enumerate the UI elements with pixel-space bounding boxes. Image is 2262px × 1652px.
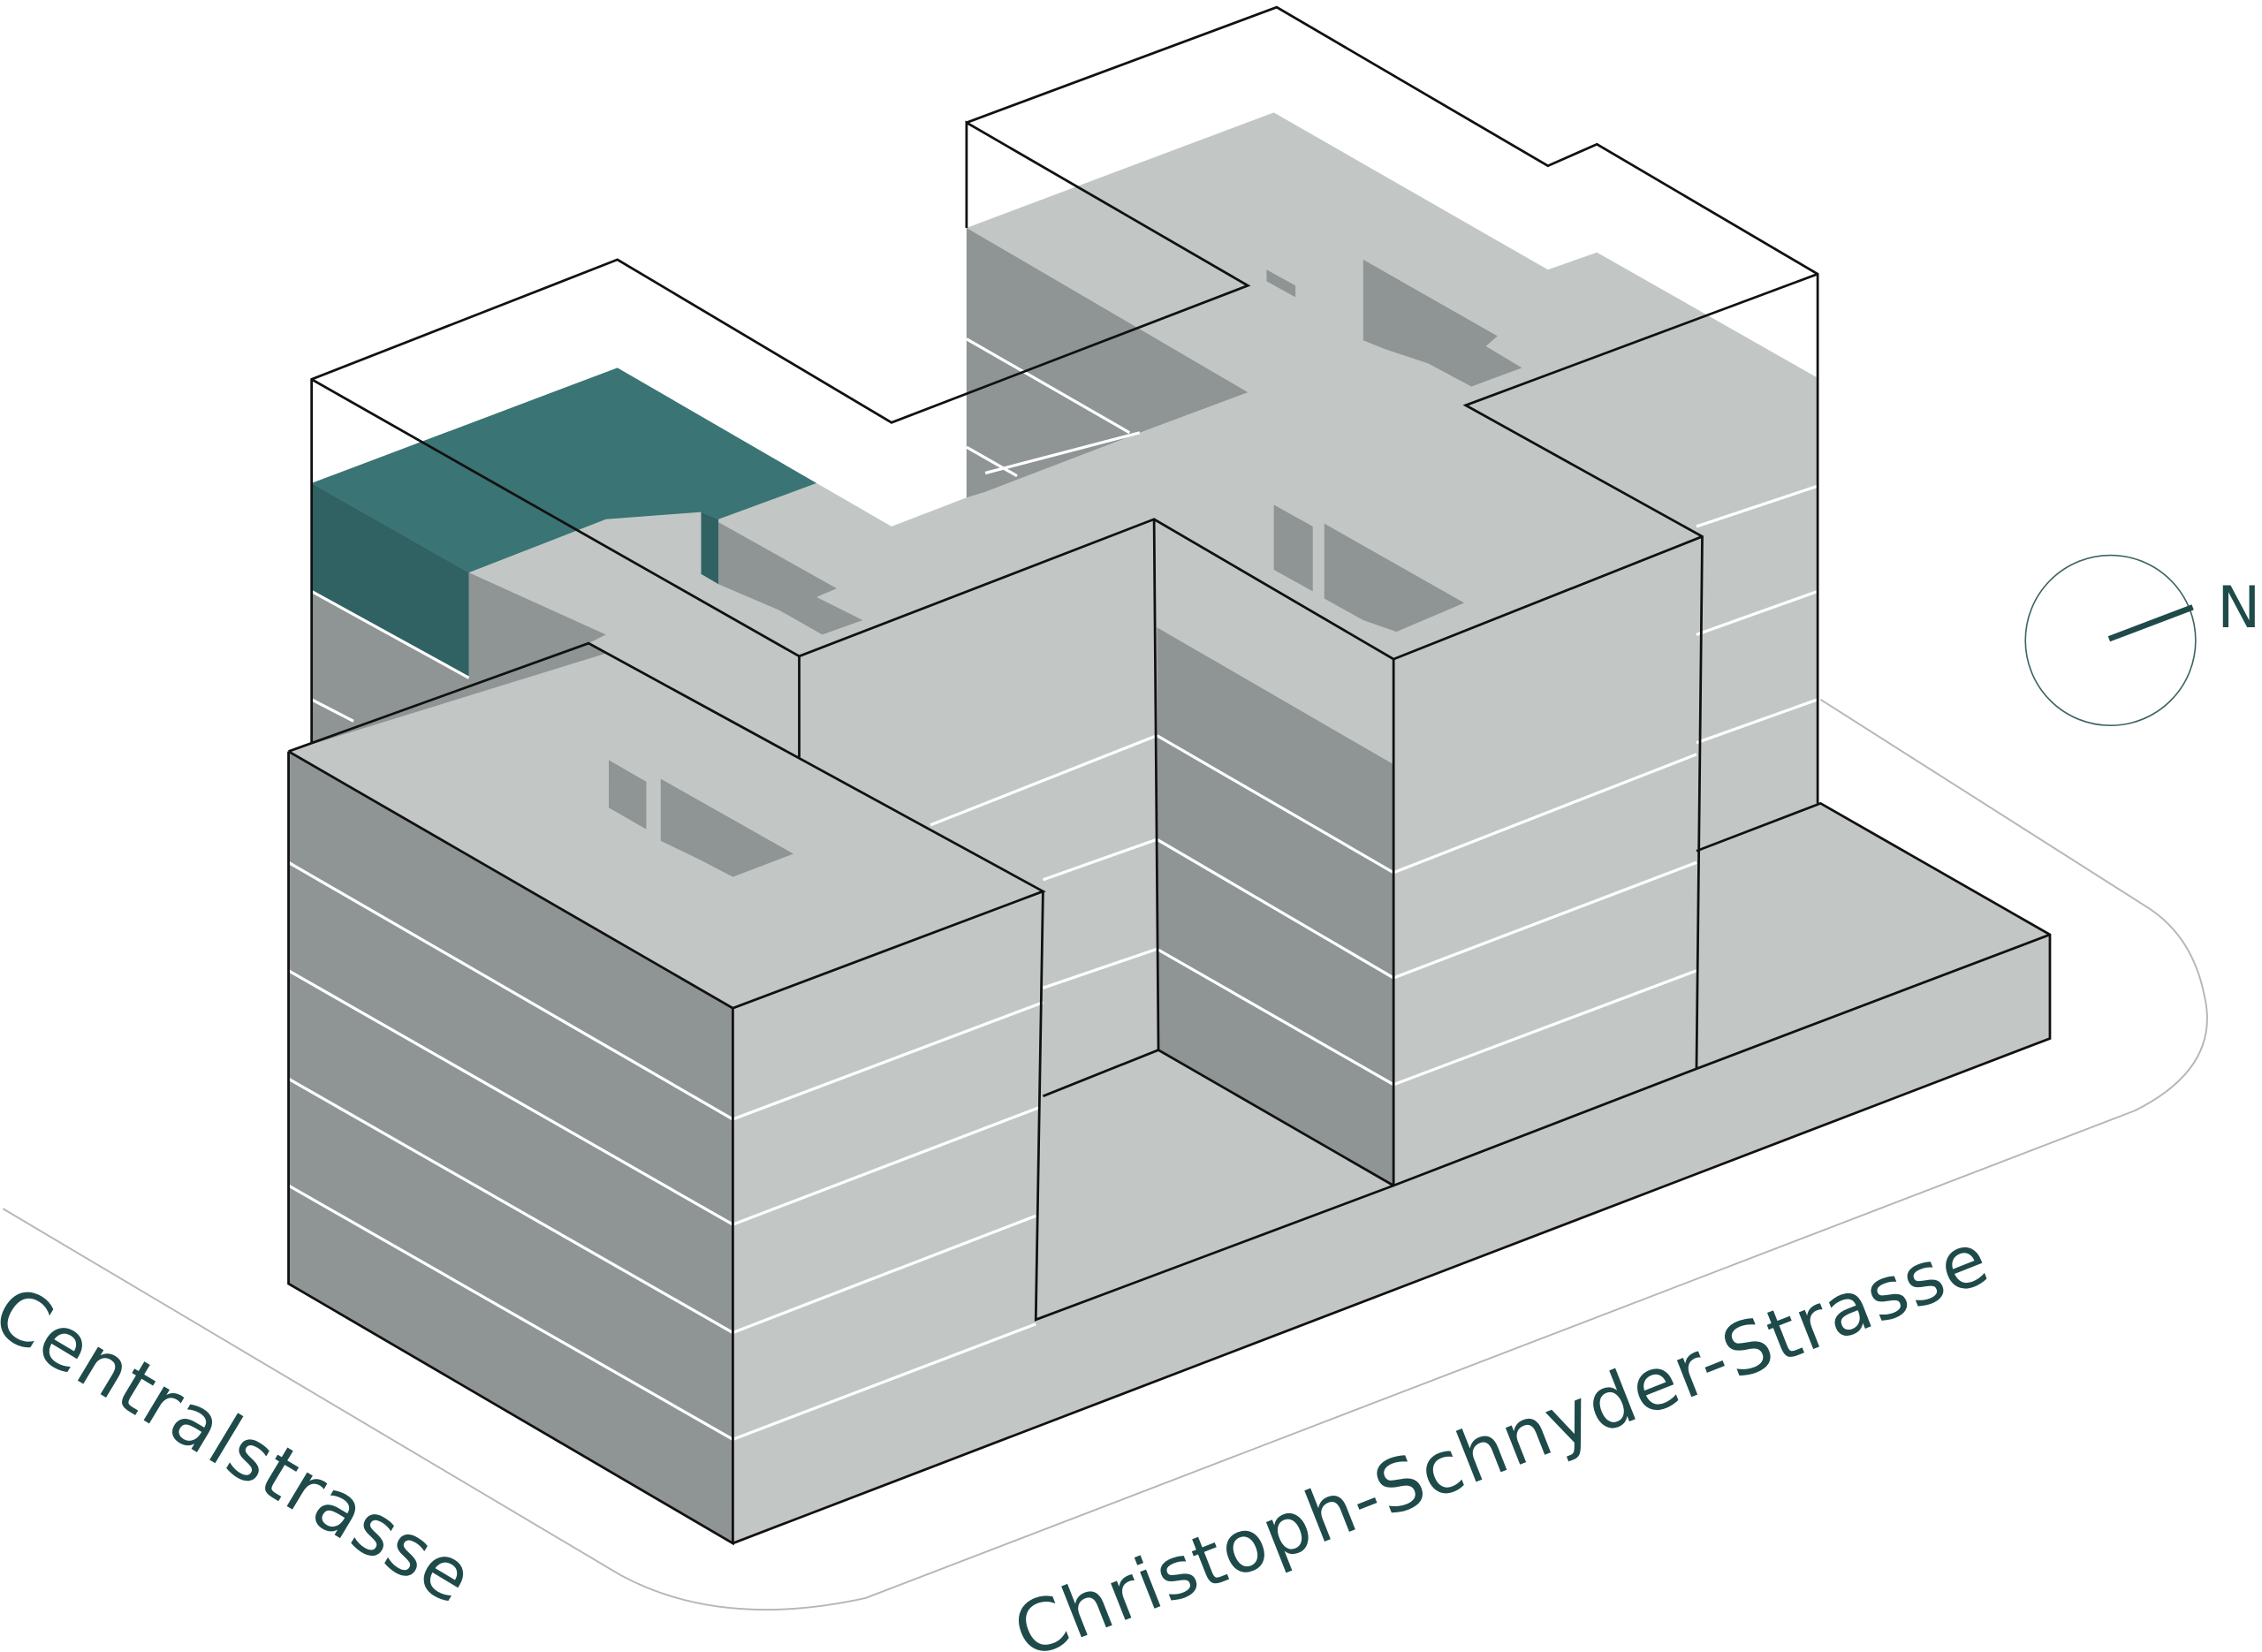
roof-void-6 xyxy=(608,760,647,830)
highlighted-unit-side xyxy=(311,482,469,678)
roof-void-2 xyxy=(1363,259,1522,387)
street-outline xyxy=(2,698,2208,1611)
highlighted-unit-notch xyxy=(701,512,719,585)
north-label: N xyxy=(2217,574,2260,641)
north-arrow-icon xyxy=(2024,554,2197,727)
highlighted-unit-top xyxy=(311,368,817,573)
building-outlines xyxy=(287,5,2052,1546)
rear-west-face-lower xyxy=(468,572,606,678)
center-block-west-face xyxy=(1157,627,1394,1186)
roof-void-5 xyxy=(1324,523,1465,633)
back-block-west-face xyxy=(966,227,1249,498)
floor-lines xyxy=(287,337,1818,1441)
roof-void-1 xyxy=(718,522,863,635)
roof-void-3 xyxy=(1266,269,1296,298)
roof-void-4 xyxy=(1273,504,1313,592)
front-block-west-face xyxy=(288,751,733,1543)
roof-void-7 xyxy=(660,778,793,877)
